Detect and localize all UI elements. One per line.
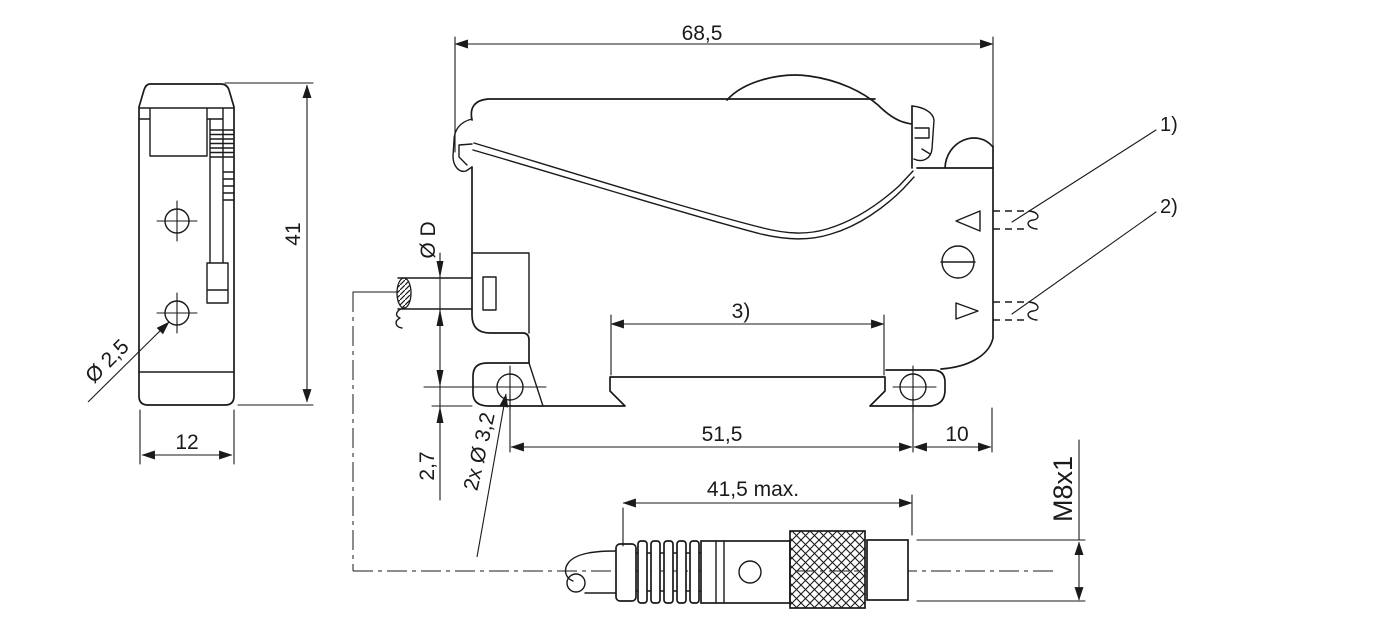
dim-overall-width-ext xyxy=(454,36,994,153)
callout-2-leader xyxy=(1011,211,1157,315)
dim-edge-offset-label: 10 xyxy=(945,423,968,446)
fiber-port-lines xyxy=(993,210,1029,321)
dim-connector-length: 41,5 max. xyxy=(622,478,913,547)
cable-wires xyxy=(564,550,617,594)
right-shelf-and-bump xyxy=(916,137,994,169)
side-hole-crosshairs xyxy=(156,200,198,334)
dim-thread-label: M8x1 xyxy=(1048,456,1078,522)
dim-thread-ext xyxy=(916,439,1086,602)
dim-mounting-holes: 2x Ø 3,2 xyxy=(460,393,509,558)
left-clip xyxy=(452,118,473,173)
rib xyxy=(663,540,674,604)
dim-side-height: 41 xyxy=(224,82,314,406)
callout-2: 2) xyxy=(1011,196,1178,315)
dim-side-height-label: 41 xyxy=(282,222,305,245)
callout-1-label: 1) xyxy=(1160,114,1178,136)
dim-side-width-label: 12 xyxy=(175,431,198,454)
dim-side-hole-label: Ø 2,5 xyxy=(81,335,134,388)
dim-fiber-stack: Ø D 2,7 xyxy=(352,221,547,501)
callout-2-label: 2) xyxy=(1160,196,1178,218)
dim-overall-width-label: 68,5 xyxy=(682,22,723,45)
dim-overall-width: 68,5 xyxy=(454,22,994,153)
connector-body xyxy=(700,540,791,604)
dim-side-width: 12 xyxy=(139,409,235,465)
indicator-triangle-up xyxy=(955,210,981,232)
rib xyxy=(650,540,661,604)
connector-body-hole xyxy=(738,560,762,584)
dim-hole-spacing: 51,5 10 xyxy=(509,394,993,453)
dim-rail-ref: 3) xyxy=(610,300,885,376)
side-view-outline xyxy=(138,83,235,406)
dim-rail-ref-label: 3) xyxy=(732,300,751,323)
front-body-left xyxy=(471,166,946,407)
lever-dome xyxy=(726,74,913,169)
lever-swoosh xyxy=(472,142,915,240)
dim-side-width-ext xyxy=(139,409,235,465)
callout-1: 1) xyxy=(1011,114,1178,223)
dim-side-hole: Ø 2,5 xyxy=(81,321,170,403)
knurled-nut xyxy=(789,530,866,609)
connector-body-lines xyxy=(715,540,725,604)
mounting-holes-leader xyxy=(476,393,509,558)
rib xyxy=(676,540,687,604)
front-body-top xyxy=(470,98,876,121)
dim-fiber-diameter-label: Ø D xyxy=(417,221,440,258)
cable-wire-loop xyxy=(566,573,586,593)
strain-relief-collar xyxy=(615,543,637,602)
fiber-stub xyxy=(395,277,473,329)
connector-view: 41,5 max. M8x1 xyxy=(564,439,1086,609)
side-hole-leader xyxy=(87,321,170,403)
front-body-right xyxy=(940,145,994,370)
side-view-details xyxy=(138,107,235,373)
strain-relief-ribs xyxy=(637,540,700,604)
dim-thread: M8x1 xyxy=(916,439,1086,602)
rib xyxy=(637,540,648,604)
dim-connector-length-label: 41,5 max. xyxy=(707,478,799,501)
right-clip xyxy=(911,105,935,162)
indicator-triangle-down xyxy=(955,302,979,320)
fiber-break-symbols xyxy=(1027,210,1039,321)
side-view: 41 12 Ø 2,5 xyxy=(81,82,314,465)
rib xyxy=(689,540,700,604)
dim-hole-spacing-ext xyxy=(509,394,993,453)
callout-1-leader xyxy=(1011,129,1157,223)
front-view: 1) 2) 68,5 Ø D 2,7 2x Ø 3,2 3) xyxy=(352,22,1178,558)
dim-mounting-holes-label: 2x Ø 3,2 xyxy=(460,410,500,493)
dim-side-height-ext xyxy=(224,82,314,406)
dim-hole-spacing-label: 51,5 xyxy=(702,423,743,446)
dim-bottom-offset-label: 2,7 xyxy=(416,451,439,480)
fiber-cut-end xyxy=(396,277,412,309)
fiber-boss xyxy=(471,252,544,407)
thread-tip xyxy=(866,539,909,601)
